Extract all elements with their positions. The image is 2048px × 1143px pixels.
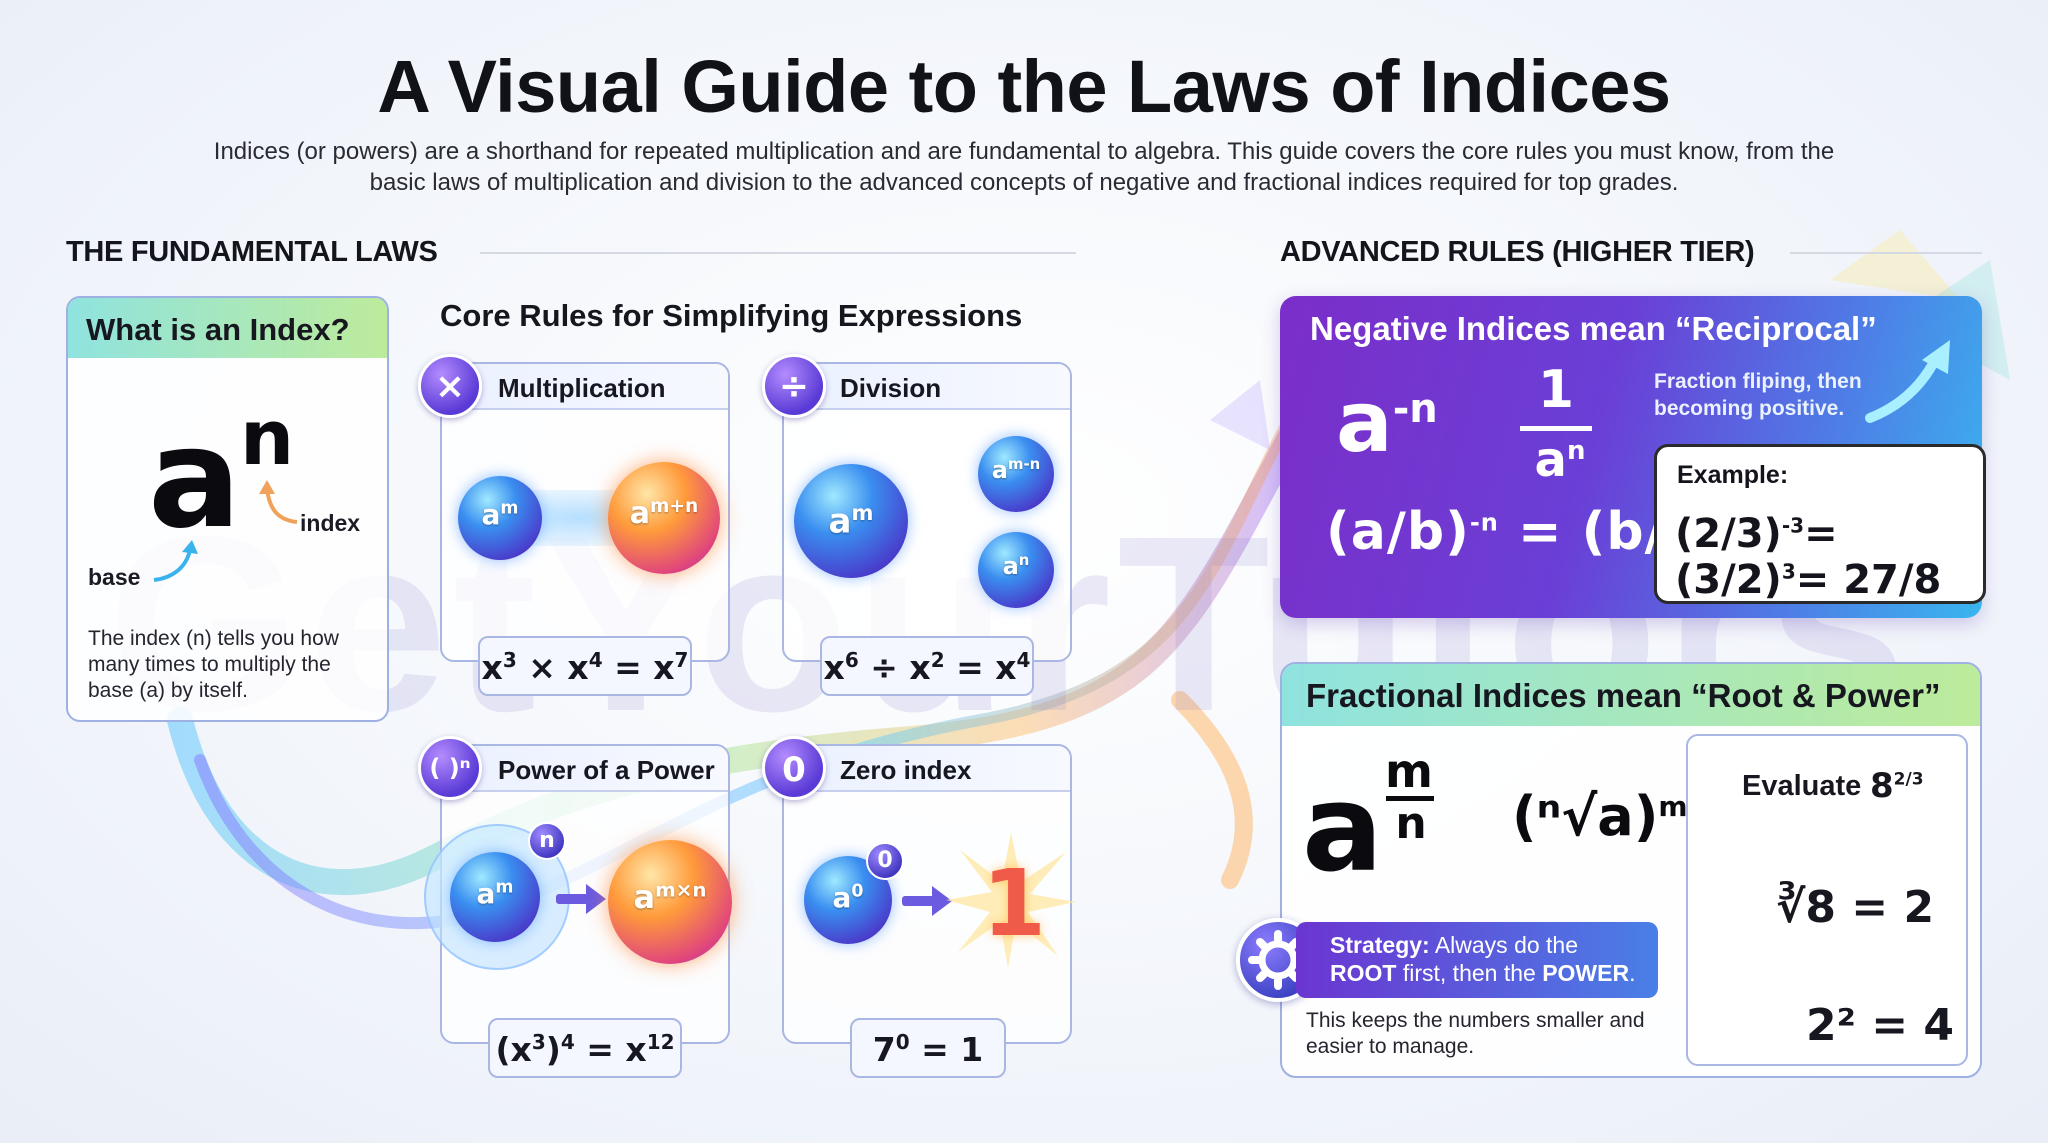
strategy-callout: Strategy: Always do the ROOT first, then…: [1296, 922, 1658, 998]
reciprocal-numerator: 1: [1537, 360, 1575, 420]
strategy-label: Strategy:: [1330, 932, 1430, 958]
evaluate-expression: 82/3: [1870, 766, 1924, 806]
evaluate-step-1: ∛8 = 2: [1776, 882, 1935, 933]
index-card-title: What is an Index?: [68, 298, 387, 358]
division-example: x6 ÷ x2 = x4: [820, 636, 1034, 696]
exponent-n-badge: n: [528, 822, 566, 860]
orb-a-m-minus-n: am-n: [978, 436, 1054, 512]
root-power-form: (ⁿ√a)m: [1512, 785, 1688, 848]
strategy-power: POWER: [1542, 960, 1630, 986]
orb-a-m: am: [458, 476, 542, 560]
exponent-bar: [1386, 796, 1434, 801]
negative-example-box: Example: (2/3)-3= (3/2)3= 27/8: [1654, 444, 1986, 604]
exponent-0-badge: 0: [866, 842, 904, 880]
multiply-icon: ×: [418, 354, 482, 418]
orb-a-m: am: [794, 464, 908, 578]
multiplication-title: Multiplication: [442, 364, 728, 410]
page-title: A Visual Guide to the Laws of Indices: [377, 45, 1671, 128]
negative-note: Fraction fliping, then becoming positive…: [1654, 370, 1862, 420]
index-symbol: n: [240, 393, 295, 482]
reciprocal-denominator: an: [1534, 432, 1586, 488]
base-arrow-icon: [153, 540, 198, 582]
fraction-bar: [1520, 426, 1592, 431]
index-arrow-icon: [259, 480, 298, 524]
section-advanced: ADVANCED RULES (HIGHER TIER): [1280, 236, 1755, 268]
power-of-power-example: (x3)4 = x12: [488, 1018, 682, 1078]
power-of-power-title: Power of a Power: [442, 746, 728, 792]
arrow-up-right-icon: [1865, 340, 1950, 423]
zero-result: 1: [982, 850, 1047, 957]
strategy-root: ROOT: [1330, 960, 1397, 986]
base-label: base: [88, 564, 141, 590]
strategy-note: This keeps the numbers smaller and easie…: [1306, 1009, 1645, 1058]
fraction-base-a: a: [1302, 760, 1383, 899]
starburst-icon: [946, 832, 1076, 968]
division-card: Division: [782, 362, 1072, 662]
section-divider: [480, 252, 1076, 254]
section-divider: [1790, 252, 1982, 254]
orb-a-n: an: [978, 532, 1054, 608]
negative-indices-title: Negative Indices mean “Reciprocal”: [1310, 310, 1877, 347]
orb-a-m: am: [450, 852, 540, 942]
core-rules-title: Core Rules for Simplifying Expressions: [440, 298, 1023, 333]
divide-icon: ÷: [762, 354, 826, 418]
zero-icon: 0: [762, 736, 826, 800]
orb-a-m-plus-n: am+n: [608, 462, 720, 574]
orb-a-m-times-n: am×n: [608, 840, 732, 964]
zero-index-title: Zero index: [784, 746, 1070, 792]
fraction-exponent-m: m: [1385, 744, 1433, 798]
negative-example: (2/3)-3= (3/2)3= 27/8: [1675, 511, 1942, 603]
zero-index-example: 70 = 1: [850, 1018, 1006, 1078]
evaluate-step-2: 2² = 4: [1806, 1000, 1955, 1051]
fraction-exponent-n: n: [1395, 798, 1427, 849]
base-symbol: a: [148, 398, 242, 559]
section-fundamental: THE FUNDAMENTAL LAWS: [66, 236, 438, 268]
strategy-text-1: Always do the: [1434, 932, 1579, 958]
arrow-right-icon: [902, 886, 952, 916]
evaluate-label: Evaluate: [1742, 770, 1862, 802]
a-to-minus-n: a-n: [1336, 373, 1438, 471]
index-label: index: [300, 510, 361, 536]
arrow-right-icon: [556, 884, 606, 914]
index-card-description: The index (n) tells you how many times t…: [88, 627, 339, 702]
fractional-indices-title: Fractional Indices mean “Root & Power”: [1282, 664, 1980, 726]
strategy-text-2: first, then the: [1402, 960, 1536, 986]
example-label: Example:: [1677, 461, 1789, 489]
power-brackets-icon: ( )ⁿ: [418, 736, 482, 800]
evaluate-box: Evaluate 82/3 ∛8 = 2 2² = 4: [1686, 734, 1968, 1066]
division-title: Division: [784, 364, 1070, 410]
page-subtitle: Indices (or powers) are a shorthand for …: [213, 138, 1835, 196]
index-definition-card: What is an Index? The index (n) tells yo…: [66, 296, 389, 722]
multiplication-example: x3 × x4 = x7: [478, 636, 692, 696]
